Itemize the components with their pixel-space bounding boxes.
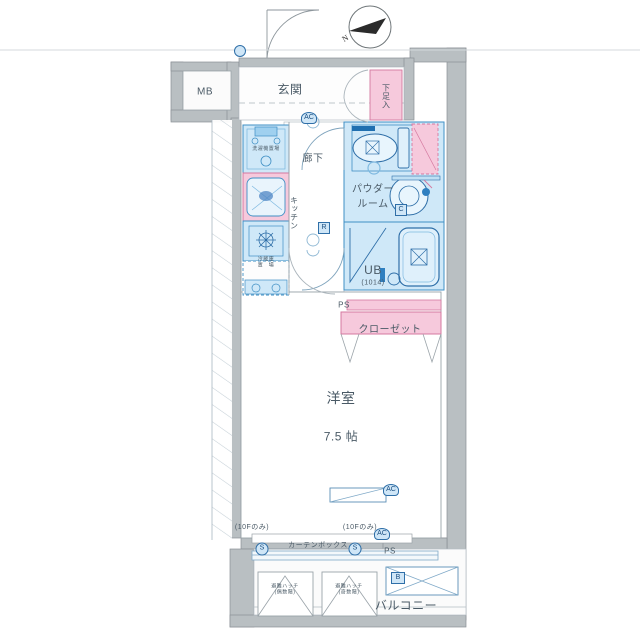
ac-icon-corridor: AC — [301, 112, 317, 124]
closet-area — [340, 299, 442, 364]
annotation-tenth-floor-right: (10Fのみ) — [342, 524, 378, 531]
annotation-ps-balcony: PS — [384, 546, 396, 556]
room-label-kitchen: キッチン — [289, 196, 299, 230]
meter-icon-entrance — [234, 45, 246, 57]
ac-icon-balcony: AC — [374, 528, 390, 540]
annotation-evacuation-hatch-even: 避難ハッチ (偶数階) — [271, 583, 299, 595]
unit-bath-area — [343, 221, 445, 291]
room-label-powder-room: パウダー ルーム — [352, 184, 394, 210]
windows-and-balcony — [251, 487, 459, 617]
room-label-closet: クローゼット — [358, 324, 422, 336]
counter-icon-powder-room: C — [395, 204, 407, 216]
switch-icon-right: S — [348, 542, 362, 556]
room-label-balcony: バルコニー — [374, 598, 438, 613]
room-label-unit-bath-size: (1014) — [361, 279, 385, 287]
compass-rose: N — [341, 5, 392, 49]
exterior-hatching — [211, 120, 232, 540]
annotation-evacuation-hatch-odd: 避難ハッチ (奇数階) — [335, 583, 363, 595]
room-label-washing-machine: 洗濯機置場 — [252, 146, 280, 153]
room-label-shoe-cabinet: 下足入 — [381, 83, 391, 109]
room-label-tatami-size: 7.5 帖 — [323, 429, 359, 444]
rack-icon-kitchen: R — [318, 222, 330, 234]
room-label-refrigerator: 冷蔵庫 置 場 — [257, 256, 275, 268]
kitchen-area — [240, 122, 290, 296]
switch-icon-left: S — [255, 542, 269, 556]
outdoor-unit-icon-balcony: B — [391, 572, 405, 584]
doors — [266, 9, 369, 295]
room-label-genkan: 玄関 — [277, 82, 303, 97]
ac-icon-main-room: AC — [383, 484, 399, 496]
annotation-ps-closet: PS — [338, 300, 350, 310]
annotation-tenth-floor-left: (10Fのみ) — [234, 524, 270, 531]
room-label-mb: MB — [197, 86, 213, 98]
room-label-western-room: 洋室 — [326, 390, 356, 406]
room-label-corridor: 廊下 — [302, 153, 324, 165]
room-label-unit-bath: UB — [364, 263, 382, 277]
svg-text:N: N — [341, 33, 351, 44]
annotation-curtain-box: カーテンボックス — [288, 542, 348, 549]
